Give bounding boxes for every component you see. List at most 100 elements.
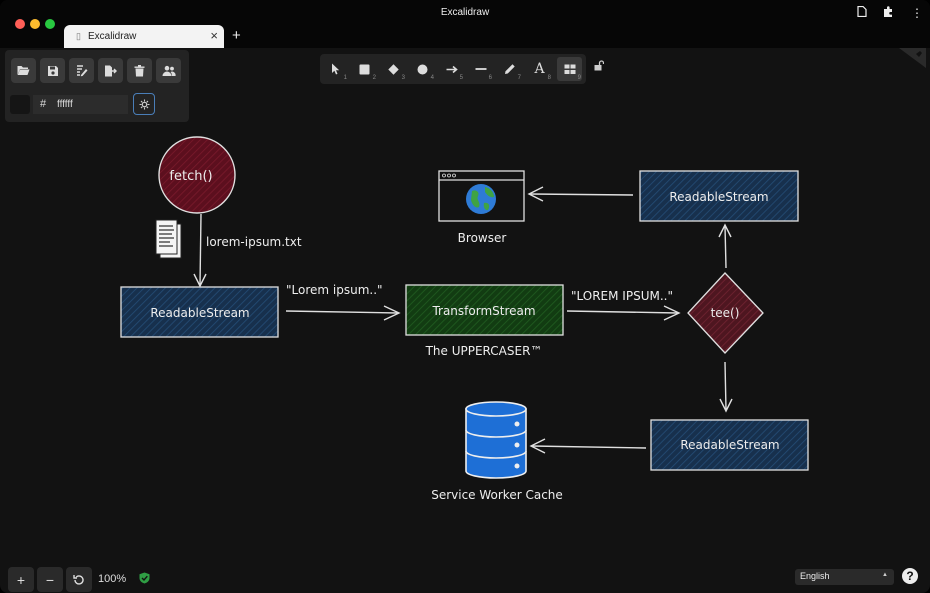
open-button[interactable]: [11, 58, 36, 83]
ellipse-icon: [417, 64, 428, 74]
page-icon: ▯: [76, 31, 81, 41]
readable-stream-top[interactable]: ReadableStream: [639, 170, 799, 222]
tool-rectangle[interactable]: 2: [352, 57, 377, 81]
open-folder-icon: [17, 66, 30, 75]
zoom-out-button[interactable]: −: [37, 567, 63, 592]
tab-excalidraw[interactable]: ▯ Excalidraw ×: [64, 25, 224, 48]
line-icon: [475, 68, 486, 70]
trash-icon: [134, 64, 145, 76]
arrow-to-browser[interactable]: [527, 186, 634, 202]
close-window-button[interactable]: [15, 19, 25, 29]
export-icon: [105, 65, 117, 76]
tool-num: 1: [343, 75, 347, 81]
minimize-window-button[interactable]: [30, 19, 40, 29]
encryption-indicator[interactable]: [139, 571, 150, 589]
arrow-tee-down[interactable]: [719, 361, 733, 413]
help-button[interactable]: ?: [902, 568, 918, 584]
export-image-icon: [76, 64, 87, 76]
globe-icon: [466, 184, 496, 214]
language-value: English: [800, 571, 830, 581]
transform-caption: The UPPERCASER™: [425, 344, 543, 358]
tab-close-button[interactable]: ×: [210, 28, 218, 43]
color-swatch[interactable]: [10, 95, 30, 114]
zoom-in-button[interactable]: +: [8, 567, 34, 592]
pencil-icon: [504, 64, 515, 74]
tool-num: 2: [372, 75, 376, 81]
clear-canvas-button[interactable]: [127, 58, 152, 83]
maximize-window-button[interactable]: [45, 19, 55, 29]
arrow-icon: [446, 65, 458, 73]
hash-label: #: [33, 95, 53, 114]
tool-ellipse[interactable]: 4: [410, 57, 435, 81]
zoom-level: 100%: [98, 573, 127, 585]
tool-num: 4: [430, 75, 434, 81]
tool-num: 9: [577, 75, 581, 81]
page-icon[interactable]: [857, 5, 867, 20]
shield-check-icon: [139, 572, 150, 584]
unlock-icon: [594, 60, 605, 71]
collaborate-icon: [162, 65, 176, 76]
title-bar: Excalidraw ▯ Excalidraw × + ⋮: [0, 0, 930, 48]
new-tab-button[interactable]: +: [232, 27, 241, 44]
document-icon: [155, 219, 182, 259]
text-icon: A: [534, 61, 545, 77]
tee-node[interactable]: tee(): [687, 272, 764, 354]
tool-draw[interactable]: 7: [497, 57, 522, 81]
cache-label: Service Worker Cache: [431, 488, 563, 502]
save-button[interactable]: [40, 58, 65, 83]
color-hex-input[interactable]: [53, 95, 128, 114]
arrow-fetch-to-stream[interactable]: [193, 213, 207, 288]
arrow-to-tee[interactable]: [566, 305, 681, 321]
tool-num: 5: [459, 75, 463, 81]
zoom-reset-button[interactable]: [66, 567, 92, 592]
github-corner[interactable]: [899, 48, 926, 68]
fetch-label: fetch(): [169, 169, 212, 184]
fetch-node[interactable]: fetch(): [158, 136, 236, 214]
window-title: Excalidraw: [440, 7, 490, 18]
readable-top-label: ReadableStream: [669, 190, 768, 204]
tool-arrow[interactable]: 5: [439, 57, 464, 81]
tool-text[interactable]: A 8: [527, 57, 552, 81]
browser-label: Browser: [458, 231, 507, 245]
rectangle-icon: [359, 64, 370, 74]
export-image-button[interactable]: [69, 58, 94, 83]
tee-label: tee(): [711, 306, 740, 320]
transform-stream[interactable]: TransformStream: [405, 284, 564, 336]
tab-label: Excalidraw: [88, 31, 137, 42]
color-picker-button[interactable]: [133, 93, 155, 115]
file-label: lorem-ipsum.txt: [206, 235, 302, 249]
readable-bottom-label: ReadableStream: [680, 438, 779, 452]
zoom-reset-icon: [73, 574, 84, 585]
tool-library[interactable]: 9: [557, 57, 582, 81]
tool-line[interactable]: 6: [468, 57, 493, 81]
collaborate-button[interactable]: [156, 58, 181, 83]
tool-num: 3: [401, 75, 405, 81]
quote-upper: "LOREM IPSUM..": [571, 289, 673, 303]
tool-lock-button[interactable]: [594, 60, 605, 74]
readable-left-label: ReadableStream: [150, 306, 249, 320]
diamond-icon: [388, 63, 399, 75]
tool-diamond[interactable]: 3: [381, 57, 406, 81]
transform-label: TransformStream: [431, 304, 535, 318]
readable-stream-left[interactable]: ReadableStream: [120, 286, 279, 338]
save-icon: [47, 65, 58, 76]
arrow-to-transform[interactable]: [285, 305, 401, 321]
chevron-up-icon: ▲: [882, 572, 888, 578]
readable-stream-bottom[interactable]: ReadableStream: [650, 419, 809, 471]
cursor-icon: [332, 63, 340, 75]
tool-num: 8: [547, 75, 551, 81]
library-grid-icon: [564, 64, 575, 74]
export-button[interactable]: [98, 58, 123, 83]
eyedropper-icon: [139, 99, 149, 109]
language-select[interactable]: English ▲: [795, 569, 894, 585]
tool-num: 7: [517, 75, 521, 81]
tool-num: 6: [488, 75, 492, 81]
tool-selection[interactable]: 1: [323, 57, 348, 81]
kebab-menu-icon[interactable]: ⋮: [911, 6, 923, 20]
browser-icon: [438, 170, 525, 222]
puzzle-icon[interactable]: [882, 6, 894, 21]
arrow-tee-up[interactable]: [718, 223, 732, 269]
arrow-to-cache[interactable]: [529, 438, 647, 454]
